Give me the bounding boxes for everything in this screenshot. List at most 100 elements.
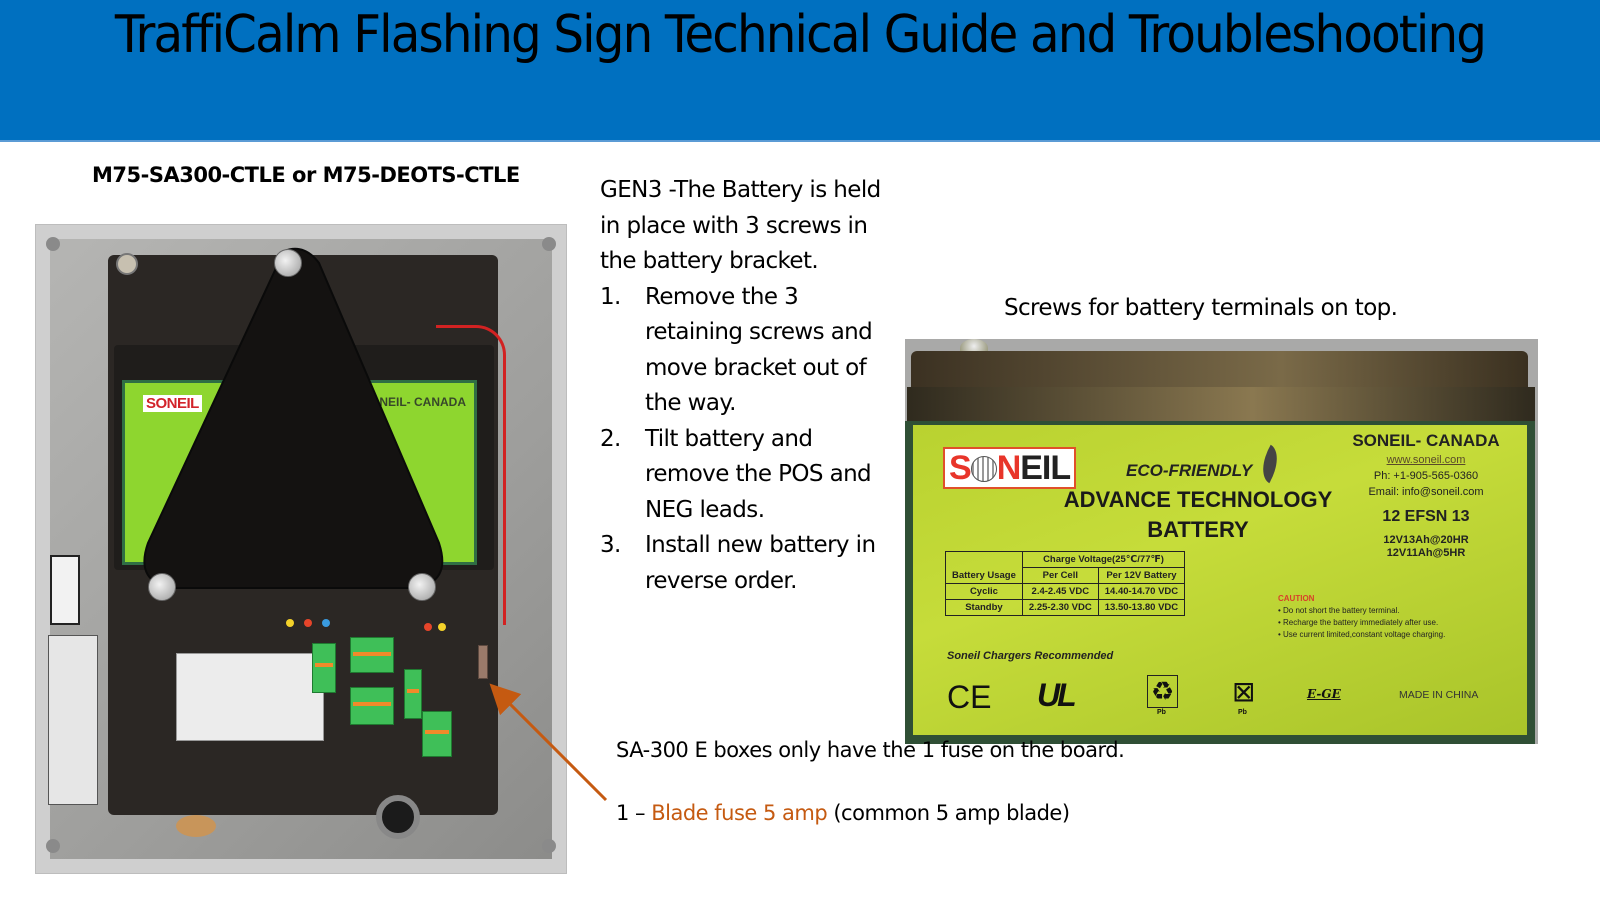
caution-title: CAUTION <box>1278 594 1315 603</box>
led-blue <box>322 619 330 627</box>
step-text: Tilt battery and remove the POS and NEG … <box>645 425 872 523</box>
company-info: SONEIL- CANADA www.soneil.com Ph: +1-905… <box>1331 431 1521 560</box>
capacity-5hr: 12V11Ah@5HR <box>1386 547 1466 559</box>
mounting-hole <box>46 839 60 853</box>
ege-logo-icon: E-GE <box>1307 687 1341 701</box>
headline-line-2: BATTERY <box>1147 517 1249 542</box>
battery-headline: ADVANCE TECHNOLOGY BATTERY <box>1033 485 1363 545</box>
logo-n: N <box>996 449 1022 487</box>
recycle-icon: ♻ <box>1147 675 1179 708</box>
company-url: www.soneil.com <box>1386 454 1466 466</box>
soneil-logo-small: SONEIL <box>143 395 202 412</box>
cell-usage: Standby <box>945 599 1023 616</box>
bracket-screw <box>408 573 436 601</box>
cable-gland <box>376 795 420 839</box>
instruction-step: 3. Install new battery in reverse order. <box>600 528 890 599</box>
terminal-block <box>422 711 452 757</box>
col-charge-voltage: Charge Voltage(25℃/77℉) <box>1021 551 1186 568</box>
bracket-screw <box>148 573 176 601</box>
battery-capacity: 12V13Ah@20HR 12V11Ah@5HR <box>1331 534 1521 560</box>
antenna-connector <box>116 253 138 275</box>
page-title: TraffiCalm Flashing Sign Technical Guide… <box>114 5 1487 65</box>
rating-label-sticker <box>48 635 98 805</box>
col-per-battery: Per 12V Battery <box>1097 567 1186 584</box>
caution-notes: CAUTION • Do not short the battery termi… <box>1278 593 1445 641</box>
blade-fuse <box>478 645 488 679</box>
controller-board-label <box>176 653 324 741</box>
terminal-block <box>350 687 394 725</box>
led-yellow <box>286 619 294 627</box>
leaf-icon <box>1253 444 1287 484</box>
red-wire <box>436 325 506 625</box>
step-number: 2. <box>600 425 621 452</box>
headline-line-1: ADVANCE TECHNOLOGY <box>1063 487 1333 512</box>
battery-terminal-caption: Screws for battery terminals on top. <box>1004 295 1398 321</box>
logo-eil: EIL <box>1020 449 1071 487</box>
terminal-block <box>312 643 336 693</box>
bracket-screw <box>274 249 302 277</box>
chargers-recommended: Soneil Chargers Recommended <box>947 650 1114 662</box>
led-yellow <box>438 623 446 631</box>
globe-icon <box>970 456 997 482</box>
company-name: SONEIL- CANADA <box>1352 431 1500 450</box>
battery-lid-rim <box>907 387 1535 425</box>
instructions-steps: 1. Remove the 3 retaining screws and move… <box>600 280 890 600</box>
weee-bin-icon: ⊠ <box>1232 676 1256 707</box>
terminal-block <box>350 637 394 673</box>
logo-s: S <box>949 449 972 487</box>
mounting-hole <box>542 237 556 251</box>
ul-mark-icon: UL <box>1037 677 1077 713</box>
type-label-sticker <box>50 555 80 625</box>
battery-brand-text: SONEIL- CANADA <box>362 395 466 409</box>
cell-per-battery: 14.40-14.70 VDC <box>1097 583 1186 600</box>
fuse-note: SA-300 E boxes only have the 1 fuse on t… <box>616 738 1125 762</box>
fuse-name: Blade fuse 5 amp <box>651 801 828 825</box>
made-in-label: MADE IN CHINA <box>1399 689 1479 701</box>
col-per-cell: Per Cell <box>1021 567 1099 584</box>
table-row: Standby 2.25-2.30 VDC 13.50-13.80 VDC <box>945 599 1186 616</box>
fuse-count: 1 – <box>616 801 652 825</box>
col-battery-usage: Battery Usage <box>945 551 1023 584</box>
caution-item: • Do not short the battery terminal. <box>1278 606 1400 615</box>
recycle-pb-text: Pb <box>1157 709 1166 716</box>
terminal-block <box>404 669 422 719</box>
cell-per-cell: 2.4-2.45 VDC <box>1021 583 1099 600</box>
battery-bracket <box>143 247 444 589</box>
cell-per-battery: 13.50-13.80 VDC <box>1097 599 1186 616</box>
instruction-step: 1. Remove the 3 retaining screws and move… <box>600 280 890 422</box>
instruction-step: 2. Tilt battery and remove the POS and NE… <box>600 422 890 529</box>
ce-mark-icon: CE <box>947 679 992 715</box>
step-text: Install new battery in reverse order. <box>645 532 876 594</box>
mounting-hole <box>542 839 556 853</box>
charge-voltage-table: Battery Usage Charge Voltage(25℃/77℉) Pe… <box>945 551 1186 616</box>
certification-marks: CE UL ♻ Pb ⊠ Pb E-GE <box>947 675 1507 719</box>
enclosure-photo: SONEIL SONEIL- CANADA <box>35 224 567 874</box>
company-email: Email: info@soneil.com <box>1368 486 1484 498</box>
title-banner: TraffiCalm Flashing Sign Technical Guide… <box>0 0 1600 142</box>
caution-item: • Recharge the battery immediately after… <box>1278 618 1439 627</box>
fuse-description: (common 5 amp blade) <box>827 801 1070 825</box>
cell-per-cell: 2.25-2.30 VDC <box>1021 599 1099 616</box>
capacity-20hr: 12V13Ah@20HR <box>1383 534 1469 546</box>
conduit-hole <box>176 815 216 837</box>
battery-model: 12 EFSN 13 <box>1382 508 1470 525</box>
model-heading: M75-SA300-CTLE or M75-DEOTS-CTLE <box>92 163 520 187</box>
cell-usage: Cyclic <box>945 583 1023 600</box>
battery-instructions: GEN3 -The Battery is held in place with … <box>600 173 890 599</box>
led-red <box>304 619 312 627</box>
caution-item: • Use current limited,constant voltage c… <box>1278 630 1446 639</box>
step-number: 3. <box>600 532 621 558</box>
table-row: Cyclic 2.4-2.45 VDC 14.40-14.70 VDC <box>945 583 1186 600</box>
step-number: 1. <box>600 283 621 310</box>
instructions-intro: GEN3 -The Battery is held in place with … <box>600 177 881 274</box>
fuse-spec: 1 – Blade fuse 5 amp (common 5 amp blade… <box>616 797 1070 829</box>
led-red <box>424 623 432 631</box>
step-text: Remove the 3 retaining screws and move b… <box>645 283 873 417</box>
mounting-hole <box>46 237 60 251</box>
bin-pb-text: Pb <box>1238 709 1247 716</box>
eco-friendly-text: ECO-FRIENDLY <box>1126 461 1253 480</box>
